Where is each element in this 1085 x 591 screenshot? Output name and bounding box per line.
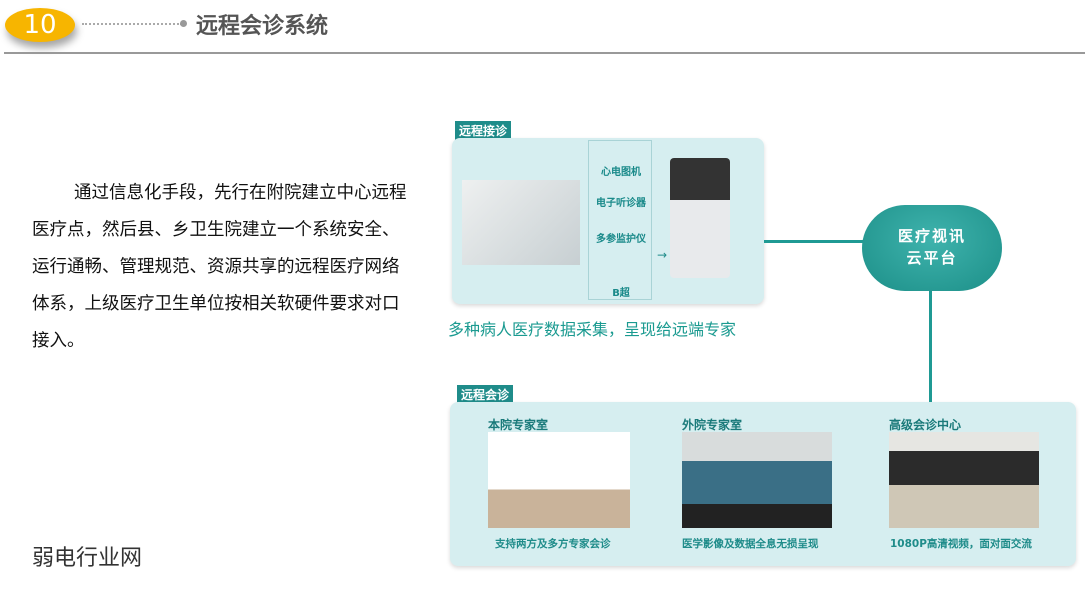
room-title: 本院专家室 (488, 418, 549, 432)
watermark: 弱电行业网 (32, 546, 143, 571)
device-list: 心电图机 电子听诊器 多参监护仪 B超 (588, 140, 652, 300)
room-photo (488, 432, 630, 528)
connector-line (764, 240, 864, 243)
consultation-tag: 远程会诊 (457, 385, 514, 404)
arrow-right-icon: → (657, 248, 668, 262)
doctor-patient-photo (462, 180, 580, 265)
divider-dot (180, 20, 187, 27)
room-title: 高级会诊中心 (889, 418, 962, 432)
device-stethoscope: 电子听诊器 (596, 198, 646, 209)
room-caption: 支持两方及多方专家会诊 (495, 538, 611, 550)
remote-visit-tag: 远程接诊 (455, 121, 512, 140)
device-monitor: 多参监护仪 (596, 234, 646, 245)
dotted-divider (82, 23, 182, 25)
room-title: 外院专家室 (682, 418, 743, 432)
cloud-line1: 医疗视讯 (897, 227, 966, 245)
remote-visit-caption: 多种病人医疗数据采集，呈现给远端专家 (448, 320, 737, 339)
room-caption: 医学影像及数据全息无损呈现 (682, 538, 819, 550)
cloud-platform: 医疗视讯 云平台 (862, 205, 1002, 291)
cloud-line2: 云平台 (906, 249, 958, 267)
section-number-badge: 10 (5, 8, 75, 42)
header-rule (4, 52, 1085, 54)
device-ultrasound: B超 (612, 288, 630, 299)
page-title: 远程会诊系统 (196, 14, 329, 39)
room-photo (682, 432, 832, 528)
room-photo (889, 432, 1039, 528)
connector-line-vertical (929, 290, 932, 402)
device-ecg: 心电图机 (601, 167, 641, 178)
medical-cart-image (670, 158, 730, 278)
body-paragraph: 通过信息化手段，先行在附院建立中心远程医疗点，然后县、乡卫生院建立一个系统安全、… (32, 183, 407, 351)
room-caption: 1080P高清视频，面对面交流 (890, 538, 1032, 550)
